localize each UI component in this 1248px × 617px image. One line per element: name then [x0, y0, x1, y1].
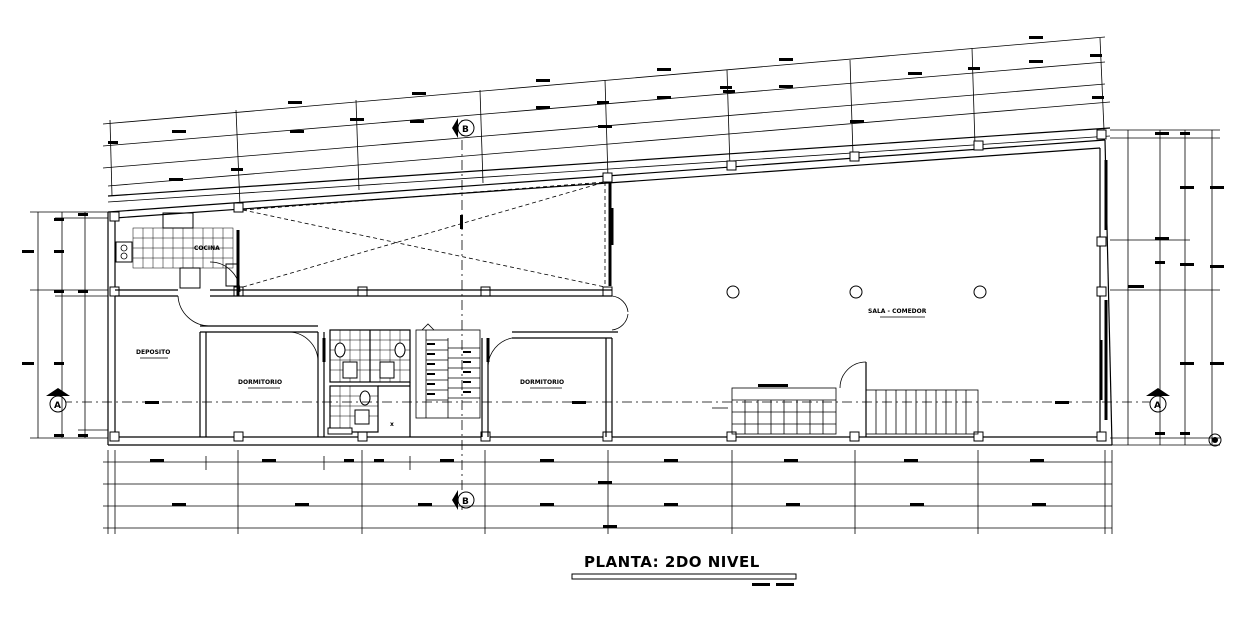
section-cut-lines [62, 120, 1160, 512]
right-dimension-lines [1110, 129, 1224, 446]
room-label-cocina: COCINA [194, 245, 220, 252]
room-labels: COCINA DEPOSITO DORMITORIO DORMITORIO SA… [136, 245, 927, 409]
left-dimension-lines [22, 211, 108, 439]
room-label-dormitorio-2: DORMITORIO [520, 379, 564, 386]
drawing-title-block: PLANTA: 2DO NIVEL [571, 553, 797, 586]
main-staircase [415, 323, 481, 419]
section-marker-a-right: A [1146, 388, 1170, 413]
north-arrow-icon [1208, 433, 1222, 447]
room-label-dormitorio-1: DORMITORIO [238, 379, 282, 386]
kitchen-fixtures [115, 212, 239, 289]
room-label-sala-comedor: SALA - COMEDOR [868, 308, 927, 315]
section-marker-b-bottom: B [452, 490, 475, 510]
bottom-dimension-lines [103, 450, 1113, 534]
structural-columns [109, 129, 1107, 442]
section-mark-a-left-letter: A [54, 401, 61, 411]
section-marker-b-top: B [452, 118, 475, 138]
bathroom-fixtures: x [327, 329, 411, 437]
secondary-staircase [731, 384, 979, 435]
section-mark-a-right-letter: A [1154, 401, 1161, 411]
svg-text:x: x [390, 421, 394, 428]
room-label-deposito: DEPOSITO [136, 349, 170, 356]
drawing-title: PLANTA: 2DO NIVEL [584, 553, 760, 571]
interior-walls [115, 181, 1103, 437]
section-marker-a-left: A [46, 388, 70, 413]
top-slanted-dimension-lines [102, 36, 1111, 206]
section-mark-b-bottom-letter: B [462, 497, 469, 507]
section-mark-b-top-letter: B [462, 125, 469, 135]
